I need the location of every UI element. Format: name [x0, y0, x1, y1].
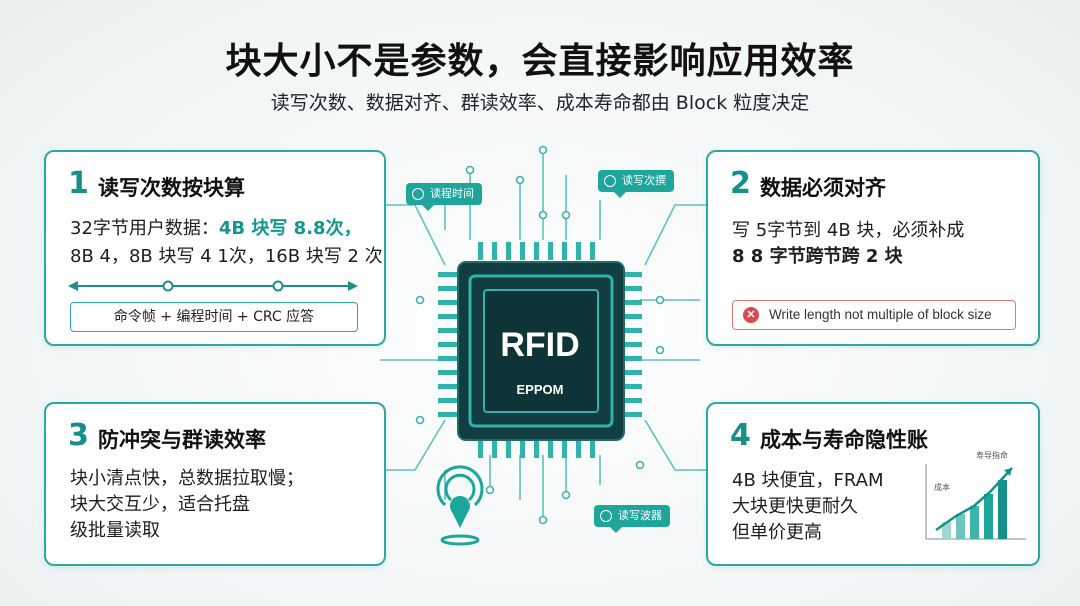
- card-line: 但单价更高: [732, 522, 822, 543]
- card-data-alignment: 2 数据必须对齐 写 5字节到 4B 块，必须补成 8 8 字节跨节跨 2 块 …: [706, 150, 1040, 346]
- page-subtitle: 读写次数、数据对齐、群读效率、成本寿命都由 Block 粒度决定: [270, 92, 810, 114]
- card-highlight: 4B 块写 8.8次，: [218, 218, 362, 239]
- chart-label: 寿导指命: [976, 451, 1008, 460]
- timeline-arrow: [68, 280, 358, 292]
- card-number: 4: [730, 418, 751, 453]
- card-heading: 数据必须对齐: [760, 176, 886, 200]
- nfc-location-icon: [436, 465, 484, 546]
- card-line: 块小清点快，总数据拉取慢；: [70, 468, 304, 489]
- circuit-traces: [380, 150, 706, 520]
- card-number: 2: [730, 166, 751, 201]
- speech-bubble-icon: [600, 510, 612, 522]
- chip-sublabel: EPPOM: [516, 382, 564, 397]
- card-heading: 成本与寿命隐性账: [760, 428, 928, 452]
- card-number: 3: [68, 418, 89, 453]
- frame-overhead-box: 命令帧 + 编程时间 + CRC 应答: [70, 302, 358, 332]
- chart-label: 成本: [934, 483, 950, 492]
- card-anticollision: 3 防冲突与群读效率 块小清点快，总数据拉取慢； 块大交互少，适合托盘 级批量读…: [44, 402, 386, 566]
- card-number: 1: [68, 166, 89, 201]
- tag-reader: 读写波器: [594, 505, 670, 533]
- bar-chart-icon: [925, 464, 1026, 540]
- card-line: 32字节用户数据：: [70, 218, 219, 239]
- chip-label: RFID: [500, 326, 580, 364]
- card-heading: 防冲突与群读效率: [98, 428, 266, 452]
- card-line: 4B 块便宜，FRAM: [732, 470, 884, 491]
- card-heading: 读写次数按块算: [98, 176, 245, 200]
- error-message: ✕Write length not multiple of block size: [732, 300, 1016, 330]
- tag-read-write: 读写次撰: [598, 170, 674, 198]
- speech-bubble-icon: [412, 188, 424, 200]
- card-line: 8B 4，8B 块写 4 1次，16B 块写 2 次: [70, 246, 383, 267]
- card-line: 写 5字节到 4B 块，必须补成: [732, 220, 965, 241]
- page-title: 块大小不是参数，会直接影响应用效率: [225, 41, 855, 82]
- error-icon: ✕: [743, 307, 759, 324]
- card-line: 大块更快更耐久: [732, 496, 858, 517]
- tag-read-time: 读程时间: [406, 183, 482, 211]
- card-line: 块大交互少，适合托盘: [70, 494, 250, 515]
- speech-bubble-icon: [604, 175, 616, 187]
- card-cost-lifetime: 4 成本与寿命隐性账 4B 块便宜，FRAM 大块更快更耐久 但单价更高 成本 …: [706, 402, 1040, 566]
- card-read-write-count: 1 读写次数按块算 32字节用户数据：4B 块写 8.8次， 8B 4，8B 块…: [44, 150, 386, 346]
- card-highlight: 8 8 字节跨节跨 2 块: [732, 246, 903, 267]
- card-line: 级批量读取: [70, 520, 160, 541]
